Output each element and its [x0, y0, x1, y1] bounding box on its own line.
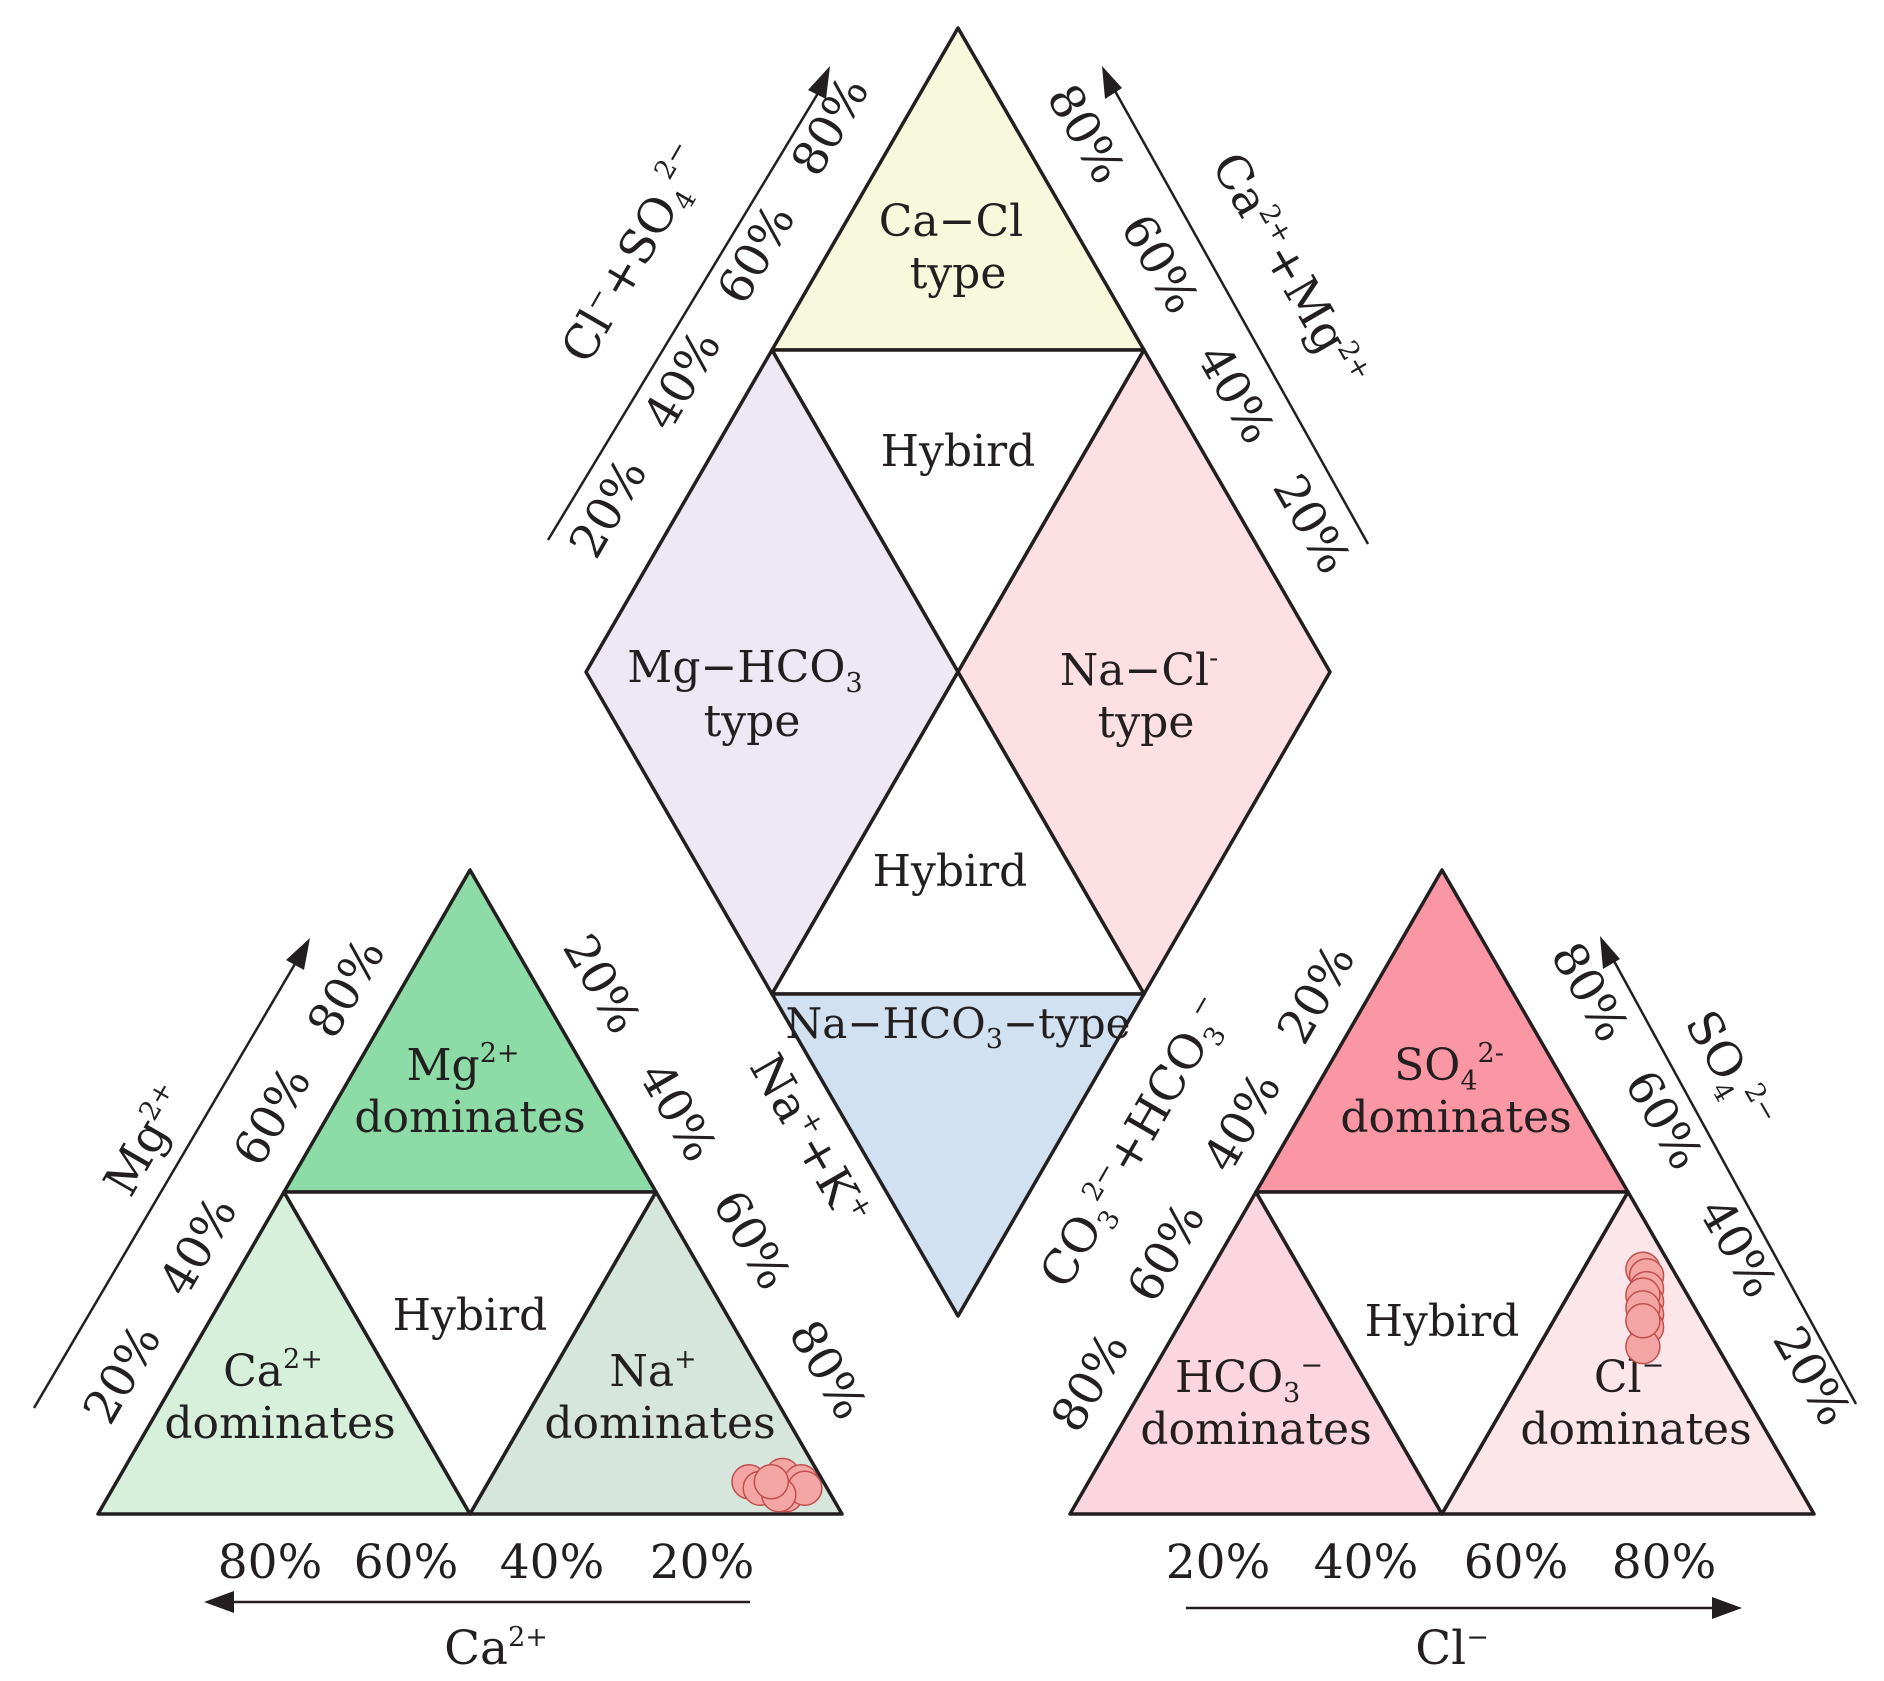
tick-label: 40%	[1687, 1189, 1787, 1307]
mg-hco3-type-label: Mg−HCO3 type	[627, 642, 876, 747]
tick-label: 40%	[627, 1053, 727, 1171]
tick-label: 80%	[1035, 75, 1135, 193]
diamond-right-axis-arrow	[1108, 81, 1370, 545]
cation-hybrid-label: Hybird	[393, 1290, 548, 1341]
tick-label: 60%	[1613, 1061, 1713, 1179]
hybrid-bottom-label: Hybird	[873, 846, 1028, 897]
tick-label: 80%	[1539, 933, 1639, 1051]
tick-label: 40%	[633, 321, 733, 439]
tick-label: 40%	[1185, 335, 1285, 453]
cation-sample-points	[731, 1457, 823, 1513]
cation-triangle: Mg2+ dominates Ca2+ dominates Hybird Na+…	[32, 868, 880, 1676]
anion-bottom-axis-title: Cl−	[1415, 1621, 1489, 1676]
ca-cl-type-label: Ca−Cl type	[879, 196, 1038, 299]
anion-hybrid-label: Hybird	[1365, 1296, 1520, 1347]
tick-label: 20%	[1761, 1317, 1861, 1435]
tick-label: 20%	[551, 925, 651, 1043]
cation-sample-point	[753, 1464, 790, 1500]
anion-triangle: SO42- dominates HCO3− dominates Hybird C…	[1029, 868, 1861, 1676]
diamond-left-arrowhead	[808, 66, 830, 99]
tick-label: 60%	[1464, 1535, 1568, 1590]
na-hco3-type-label: Na−HCO3−type	[786, 999, 1131, 1055]
diamond-left-axis-arrow	[546, 79, 828, 541]
tick-label: 40%	[1314, 1535, 1418, 1590]
tick-label: 80%	[1612, 1535, 1716, 1590]
cation-bottom-axis-title: Ca2+	[444, 1621, 548, 1676]
tick-label: 20%	[650, 1535, 754, 1590]
tick-label: 80%	[777, 1311, 877, 1429]
tick-label: 20%	[559, 449, 659, 567]
anion-sample-points	[1625, 1251, 1665, 1365]
anion-right-arrowhead	[1600, 936, 1620, 969]
anion-right-axis-arrow	[1606, 949, 1858, 1405]
anion-sample-point	[1625, 1303, 1661, 1339]
so4-dominates-label: SO42- dominates	[1340, 1022, 1571, 1143]
tick-label: 80%	[218, 1535, 322, 1590]
ca-dominates-label: Ca2+ dominates	[164, 1328, 395, 1449]
na-hco3-type-region	[770, 992, 1146, 1318]
tick-label: 80%	[781, 67, 881, 185]
anion-bottom-arrowhead	[1712, 1597, 1742, 1619]
tick-label: 60%	[1109, 205, 1209, 323]
mg-dominates-label: Mg2+ dominates	[354, 1022, 585, 1143]
tick-label: 20%	[1261, 465, 1361, 583]
tick-label: 20%	[1166, 1535, 1270, 1590]
cation-bottom-arrowhead	[204, 1591, 234, 1613]
tick-label: 40%	[500, 1535, 604, 1590]
na-cl-type-label: Na−Cl- type	[1060, 627, 1232, 748]
diamond-plot: Ca−Cl type Hybird Mg−HCO3 type Na−Cl- ty…	[546, 26, 1378, 1318]
cation-left-axis-arrow	[32, 951, 304, 1409]
na-dominates-region	[468, 1190, 844, 1516]
cation-left-arrowhead	[286, 938, 310, 970]
tick-label: 60%	[354, 1535, 458, 1590]
cation-left-axis-title: Mg2+	[93, 1075, 200, 1205]
tick-label: 60%	[701, 1181, 801, 1299]
anion-bottom-ticks: 20% 40% 60% 80%	[1166, 1535, 1716, 1590]
hybrid-top-label: Hybird	[881, 426, 1036, 477]
hco3-dominates-label: HCO3− dominates	[1140, 1334, 1371, 1455]
diamond-right-arrowhead	[1102, 66, 1122, 99]
cation-bottom-ticks: 80% 60% 40% 20%	[218, 1535, 754, 1590]
na-dominates-label: Na+ dominates	[544, 1328, 775, 1449]
